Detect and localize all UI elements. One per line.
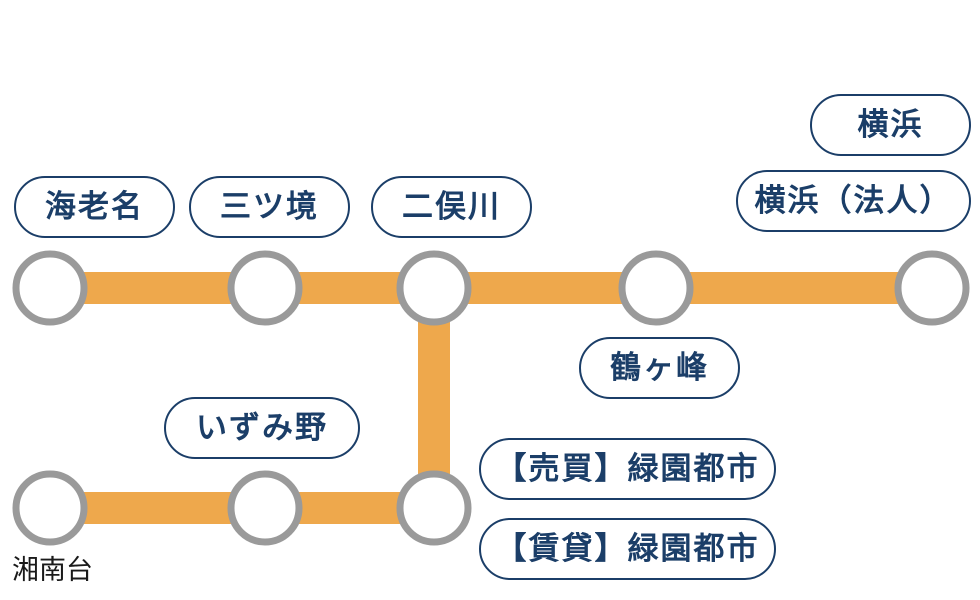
- station-label-ryokuen-sale[interactable]: 【売買】緑園都市: [479, 438, 776, 500]
- station-label-sagami-otsuka[interactable]: 三ツ境: [189, 176, 350, 238]
- station-node-ryokuen[interactable]: [396, 470, 472, 546]
- station-label-futamatagawa[interactable]: 二俣川: [371, 176, 532, 238]
- station-label-yokohama[interactable]: 横浜: [810, 94, 971, 156]
- station-label-izumino[interactable]: いずみ野: [164, 397, 360, 459]
- station-node-sagami-otsuka[interactable]: [227, 250, 303, 326]
- station-node-ebina[interactable]: [12, 250, 88, 326]
- station-node-izumino[interactable]: [227, 470, 303, 546]
- station-label-tsurugamine[interactable]: 鶴ヶ峰: [579, 337, 740, 399]
- station-node-tsurugamine[interactable]: [618, 250, 694, 326]
- station-node-futamatagawa[interactable]: [396, 250, 472, 326]
- station-label-shonandai: 湘南台: [12, 555, 93, 586]
- station-label-yokohama-corporate[interactable]: 横浜（法人）: [736, 170, 971, 232]
- station-node-yokohama[interactable]: [894, 250, 970, 326]
- station-node-shonandai[interactable]: [12, 470, 88, 546]
- station-label-ryokuen-rent[interactable]: 【賃貸】緑園都市: [479, 518, 776, 580]
- station-label-ebina[interactable]: 海老名: [14, 176, 175, 238]
